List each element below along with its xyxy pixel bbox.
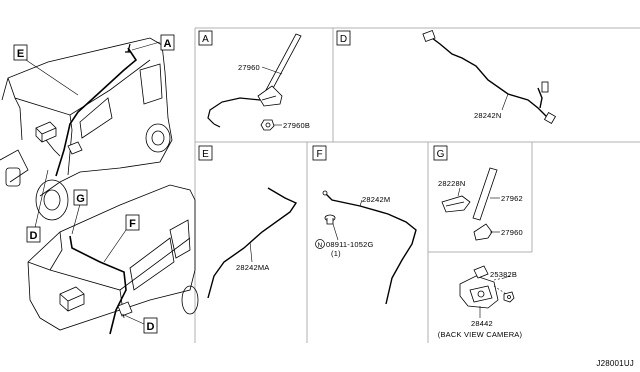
- harness-d-connectors: [422, 30, 557, 125]
- overview-leaders-bottom: [71, 203, 145, 325]
- panel-e-label-box: [198, 145, 213, 161]
- overview-car-bottom: [27, 184, 199, 331]
- nut-symbol-circle: [315, 239, 325, 249]
- overview-callout-g: G: [76, 193, 85, 205]
- overview-callout-box-e-1: [13, 44, 28, 61]
- camera-part-1: 25382B: [490, 270, 517, 279]
- overview-callout-f: F: [129, 218, 136, 230]
- panel-f-part-2-qty: (1): [331, 249, 341, 258]
- panel-d-label: D: [340, 34, 347, 45]
- overview-callout-box-d-2: [143, 317, 158, 334]
- panel-frame: [194, 27, 640, 343]
- overview-callout-box-f-1: [125, 214, 140, 231]
- panel-a-part-2: 27960B: [283, 121, 310, 130]
- overview-callout-box-a-1: [160, 34, 175, 51]
- overview-car-top: [0, 37, 173, 221]
- overview-callout-d-2: D: [147, 321, 155, 333]
- overview-callout-d-1: D: [30, 230, 38, 242]
- panel-g-part-3: 27960: [501, 228, 523, 237]
- panel-f-label-box: [312, 145, 327, 161]
- overview-antenna-top: [125, 43, 131, 53]
- panel-g-part-1: 28228N: [438, 179, 465, 188]
- harness-f-end: [322, 190, 328, 196]
- overview-callout-e: E: [17, 48, 24, 60]
- clip-f: [324, 214, 336, 225]
- overview-callout-a: A: [164, 38, 172, 50]
- antenna-rod-g: [472, 167, 498, 241]
- panel-a-label: A: [202, 34, 209, 45]
- panel-f-label: F: [316, 149, 322, 160]
- panel-f-part-1: 28242M: [362, 195, 390, 204]
- overview-module-bottom: [59, 286, 133, 317]
- nut-symbol: N: [318, 242, 323, 249]
- antenna-nut-a: [260, 119, 275, 131]
- camera-caption: (BACK VIEW CAMERA): [438, 330, 523, 339]
- diagram-code: J28001UJ: [596, 359, 634, 368]
- overview-camera-top: [67, 141, 83, 155]
- panel-f-part-2: 08911-1052G: [326, 240, 374, 249]
- camera-part-2: 28442: [471, 319, 493, 328]
- back-view-camera: [459, 265, 499, 309]
- panel-g-label: G: [437, 149, 445, 160]
- panel-a-label-box: [198, 30, 213, 46]
- antenna-gasket-g: [441, 195, 471, 213]
- harness-e: [207, 187, 298, 299]
- panel-e-part-1: 28242MA: [236, 263, 270, 272]
- overview-harness-bottom: [69, 235, 127, 335]
- overview-module-top: [35, 121, 61, 157]
- overview-callout-box-g-1: [73, 189, 88, 206]
- antenna-rod-a: [257, 33, 302, 107]
- panel-g-label-box: [433, 145, 448, 161]
- harness-f: [325, 193, 417, 305]
- overview-leaders-top: [25, 41, 161, 233]
- panel-a-part-1: 27960: [238, 63, 260, 72]
- overview-callout-box-d-1: [26, 226, 41, 243]
- antenna-cable-a: [207, 97, 261, 128]
- overview-harness-top: [55, 47, 138, 177]
- panel-d-label-box: [336, 30, 351, 46]
- panel-g-part-2: 27962: [501, 194, 523, 203]
- panel-d-part-1: 28242N: [474, 111, 501, 120]
- camera-bolt: [503, 291, 515, 303]
- panel-e-label: E: [202, 149, 209, 160]
- harness-d: [431, 37, 549, 119]
